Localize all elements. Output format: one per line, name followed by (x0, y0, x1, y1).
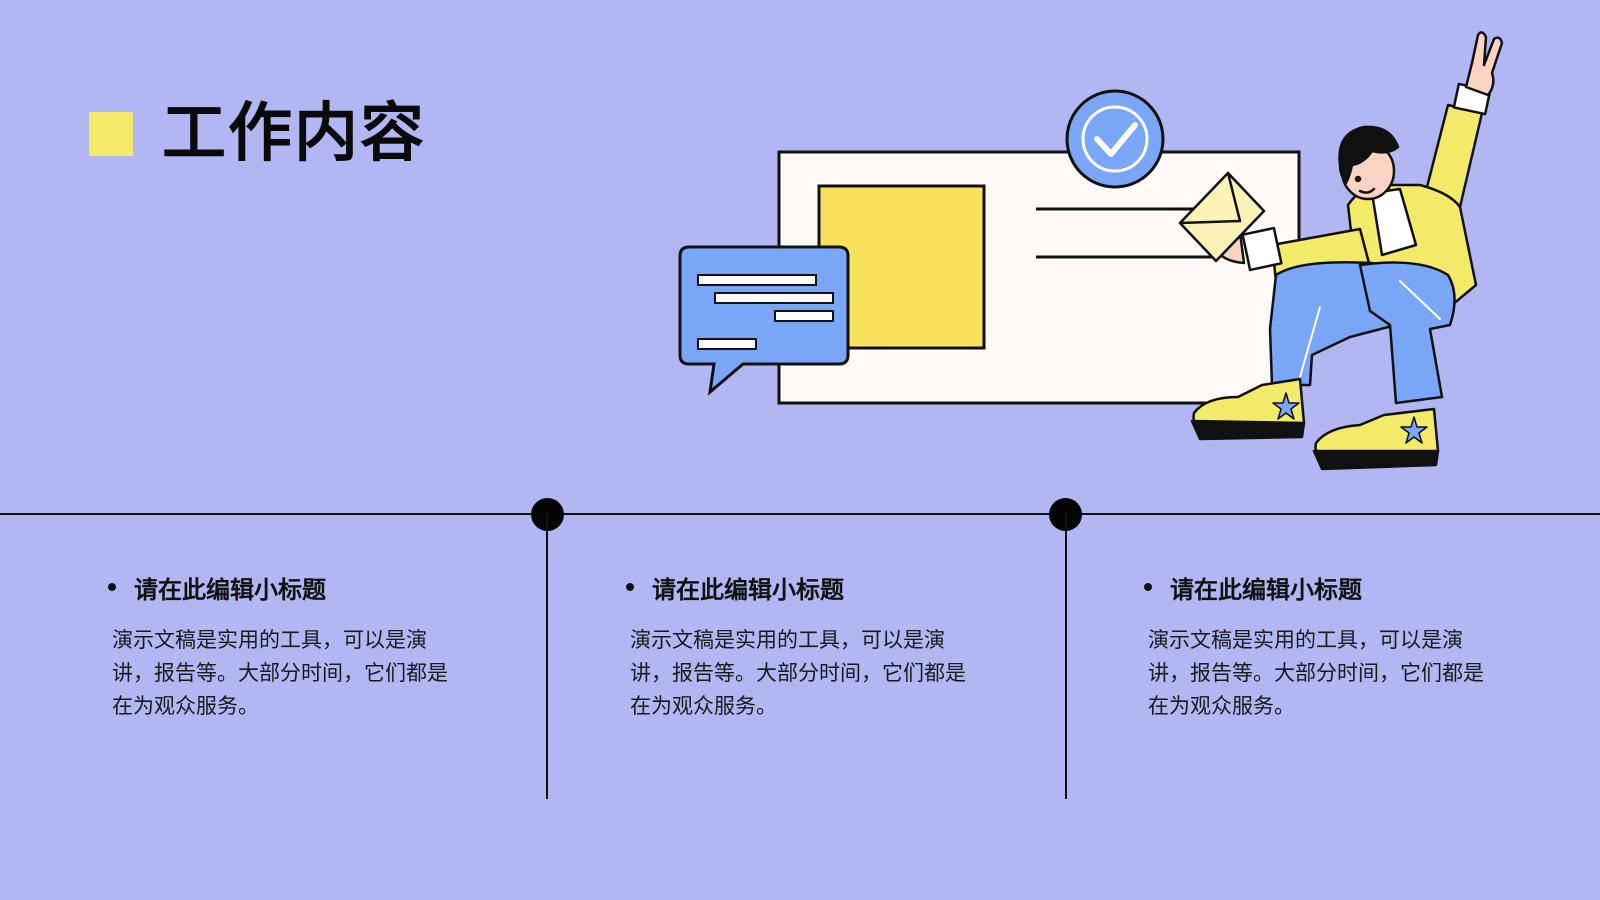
chat-bubble-icon (678, 245, 850, 396)
column-divider (546, 514, 548, 799)
star-icon (1400, 416, 1428, 444)
star-icon (1272, 392, 1300, 420)
check-circle-icon (1065, 89, 1165, 189)
page-title: 工作内容 (162, 97, 426, 171)
person-figure (1178, 31, 1504, 471)
timeline-line (0, 513, 1600, 515)
subtitle-row: 请在此编辑小标题 (1144, 570, 1504, 604)
title-marker-square (89, 112, 133, 156)
column-subtitle: 请在此编辑小标题 (1170, 575, 1362, 604)
envelope-icon (1178, 171, 1266, 263)
column-body-text: 演示文稿是实用的工具，可以是演讲，报告等。大部分时间，它们都是在为观众服务。 (1148, 628, 1484, 718)
left-shoe (1190, 377, 1306, 441)
content-column-2: 请在此编辑小标题 演示文稿是实用的工具，可以是演讲，报告等。大部分时间，它们都是… (626, 570, 986, 723)
right-shoe (1312, 407, 1440, 471)
bullet-icon (626, 583, 634, 591)
subtitle-row: 请在此编辑小标题 (626, 570, 986, 604)
column-subtitle: 请在此编辑小标题 (134, 575, 326, 604)
column-body-text: 演示文稿是实用的工具，可以是演讲，报告等。大部分时间，它们都是在为观众服务。 (630, 628, 966, 718)
content-column-1: 请在此编辑小标题 演示文稿是实用的工具，可以是演讲，报告等。大部分时间，它们都是… (108, 570, 468, 723)
column-body-text: 演示文稿是实用的工具，可以是演讲，报告等。大部分时间，它们都是在为观众服务。 (112, 628, 448, 718)
column-subtitle: 请在此编辑小标题 (652, 575, 844, 604)
column-divider (1065, 514, 1067, 799)
work-illustration (678, 31, 1504, 471)
content-column-3: 请在此编辑小标题 演示文稿是实用的工具，可以是演讲，报告等。大部分时间，它们都是… (1144, 570, 1504, 723)
bullet-icon (108, 583, 116, 591)
bullet-icon (1144, 583, 1152, 591)
subtitle-row: 请在此编辑小标题 (108, 570, 468, 604)
